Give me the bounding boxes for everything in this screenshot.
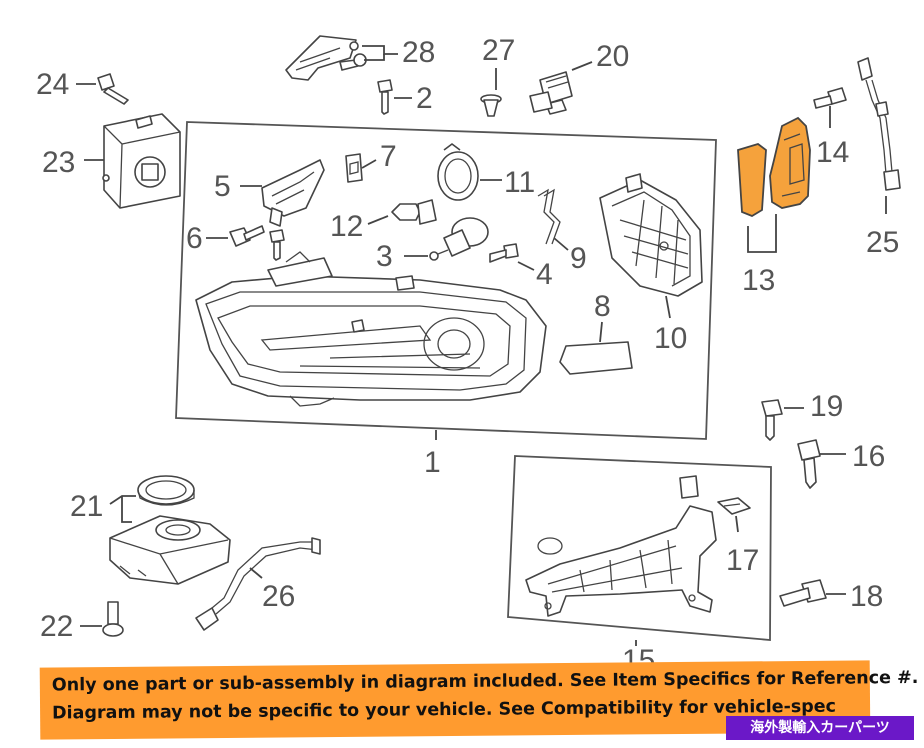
part-8-label <box>559 341 633 375</box>
callout-7: 7 <box>380 140 397 173</box>
part-7-clip <box>345 153 363 183</box>
callout-10: 10 <box>654 322 687 355</box>
part-18-bolt <box>779 579 827 607</box>
callout-27: 27 <box>482 34 515 67</box>
callout-24: 24 <box>36 68 69 101</box>
callout-25: 25 <box>866 226 899 259</box>
part-15-bracket <box>525 475 717 617</box>
part-17-clip <box>717 497 751 515</box>
part-13-side-marker <box>737 116 811 218</box>
callout-1: 1 <box>424 446 441 479</box>
callout-13: 13 <box>742 264 775 297</box>
part-23-ballast <box>102 113 181 209</box>
callout-17: 17 <box>726 544 759 577</box>
notice-line-2: Diagram may not be specific to your vehi… <box>52 696 837 724</box>
notice-line-1: Only one part or sub-assembly in diagram… <box>51 667 919 696</box>
part-20-bulb <box>529 71 573 115</box>
part-26-pipe <box>195 537 321 631</box>
callout-18: 18 <box>850 580 883 613</box>
part-12-bulb <box>391 199 437 225</box>
part-3-socket <box>429 217 489 261</box>
callout-8: 8 <box>594 290 611 323</box>
callout-23: 23 <box>42 146 75 179</box>
callout-22: 22 <box>40 610 73 643</box>
callout-28: 28 <box>402 36 435 69</box>
callout-12: 12 <box>330 210 363 243</box>
callout-4: 4 <box>536 258 553 291</box>
part-10-cover <box>599 173 703 297</box>
part-1-headlamp <box>195 251 547 407</box>
callout-19: 19 <box>810 390 843 423</box>
part-21-ballast <box>109 515 231 585</box>
callout-20: 20 <box>596 40 629 73</box>
callout-6: 6 <box>186 222 203 255</box>
part-11-ring <box>437 143 479 201</box>
part-2-bolt <box>377 79 393 115</box>
part-14-screw <box>813 87 847 109</box>
import-parts-badge: 海外製輸入カーパーツ <box>726 716 914 740</box>
part-24-screw <box>97 73 129 105</box>
callout-21: 21 <box>70 490 103 523</box>
part-27-clip <box>480 94 502 117</box>
part-6-bolt <box>229 225 265 247</box>
callout-3: 3 <box>376 240 393 273</box>
part-21-ring <box>137 475 195 506</box>
part-19-bolt <box>761 399 783 441</box>
part-4-screw <box>489 243 519 263</box>
callout-9: 9 <box>570 242 587 275</box>
callout-11: 11 <box>504 166 535 199</box>
part-16-bolt <box>797 439 821 489</box>
callout-2: 2 <box>416 82 433 115</box>
screw-near-part-6 <box>269 229 285 261</box>
callout-26: 26 <box>262 580 295 613</box>
part-9-spring <box>537 188 561 245</box>
leader-lines <box>76 45 887 646</box>
part-22-bolt <box>102 601 124 637</box>
part-25-harness <box>857 57 901 191</box>
callout-14: 14 <box>816 136 849 169</box>
callout-5: 5 <box>214 170 231 203</box>
callout-16: 16 <box>852 440 885 473</box>
part-5-bracket <box>261 159 325 227</box>
part-28-bracket <box>285 35 367 81</box>
